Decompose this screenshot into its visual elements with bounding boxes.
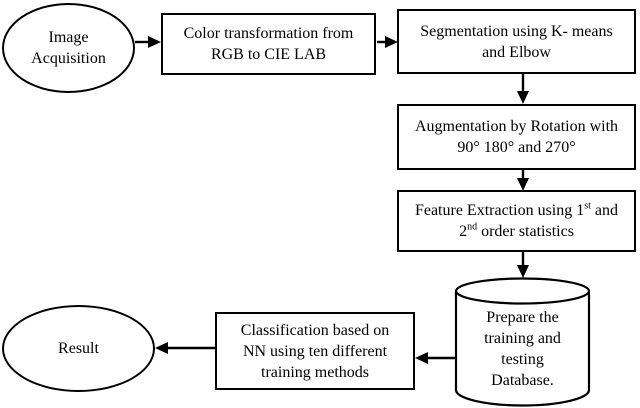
node-classification-label-line2: NN using ten different (242, 342, 388, 360)
node-color-transform-label-line1: Color transformation from (183, 25, 354, 42)
feature-line2-text2: order statistics (477, 223, 574, 240)
node-classification-label-line1: Classification based on (240, 321, 390, 339)
feature-line2-ordinal: nd (467, 221, 478, 233)
feature-line2-text: 2 (459, 223, 468, 240)
arrow-color-to-segmentation-head (385, 36, 398, 48)
node-image-acquisition: Image Acquisition (2, 3, 135, 93)
node-segmentation-label-line1: Segmentation using K- means (420, 22, 613, 40)
arrow-image-to-color-head (148, 36, 161, 48)
node-feature-extraction: Feature Extraction using 1st and 2nd ord… (397, 190, 636, 252)
feature-line1-text2: and (590, 202, 619, 219)
node-segmentation: Segmentation using K- means and Elbow (397, 9, 636, 74)
node-classification: Classification based on NN using ten dif… (215, 312, 415, 390)
node-image-acquisition-label-line2: Acquisition (31, 50, 106, 67)
node-color-transform-label-line2: RGB to CIE LAB (210, 46, 327, 63)
feature-line1-ordinal: st (584, 200, 591, 212)
node-result-label: Result (58, 340, 99, 357)
node-augmentation-label-line2: 90° 180° and 270° (457, 139, 576, 156)
node-augmentation-label-line1: Augmentation by Rotation with (414, 118, 619, 135)
node-result: Result (2, 305, 155, 392)
cylinder-top (454, 277, 591, 305)
arrow-classification-to-result-head (155, 342, 168, 354)
node-feature-extraction-label-line1: Feature Extraction using 1st and (415, 200, 618, 221)
node-segmentation-label-line2: and Elbow (482, 43, 551, 61)
arrow-augmentation-to-feature-head (517, 178, 529, 191)
arrow-segmentation-to-augmentation-head (517, 91, 529, 104)
node-database-label-line2: training and (484, 330, 561, 347)
node-classification-label-line3: training methods (261, 363, 369, 381)
node-color-transform: Color transformation from RGB to CIE LAB (161, 13, 376, 75)
node-augmentation: Augmentation by Rotation with 90° 180° a… (397, 104, 636, 170)
node-database-label-line3: testing (501, 351, 544, 368)
feature-line1-text: Feature Extraction using 1 (414, 202, 585, 219)
node-image-acquisition-label-line1: Image (48, 29, 89, 46)
arrow-database-to-classification-head (415, 352, 428, 364)
node-database-label-line1: Prepare the (486, 309, 559, 326)
database-cylinder-icon (454, 277, 591, 407)
arrow-feature-to-database-head (517, 265, 529, 278)
node-database: Prepare the training and testing Databas… (455, 299, 590, 399)
cylinder-body (454, 291, 591, 407)
node-feature-extraction-label-line2: 2nd order statistics (459, 221, 574, 242)
node-database-label-line4: Database. (491, 372, 554, 389)
